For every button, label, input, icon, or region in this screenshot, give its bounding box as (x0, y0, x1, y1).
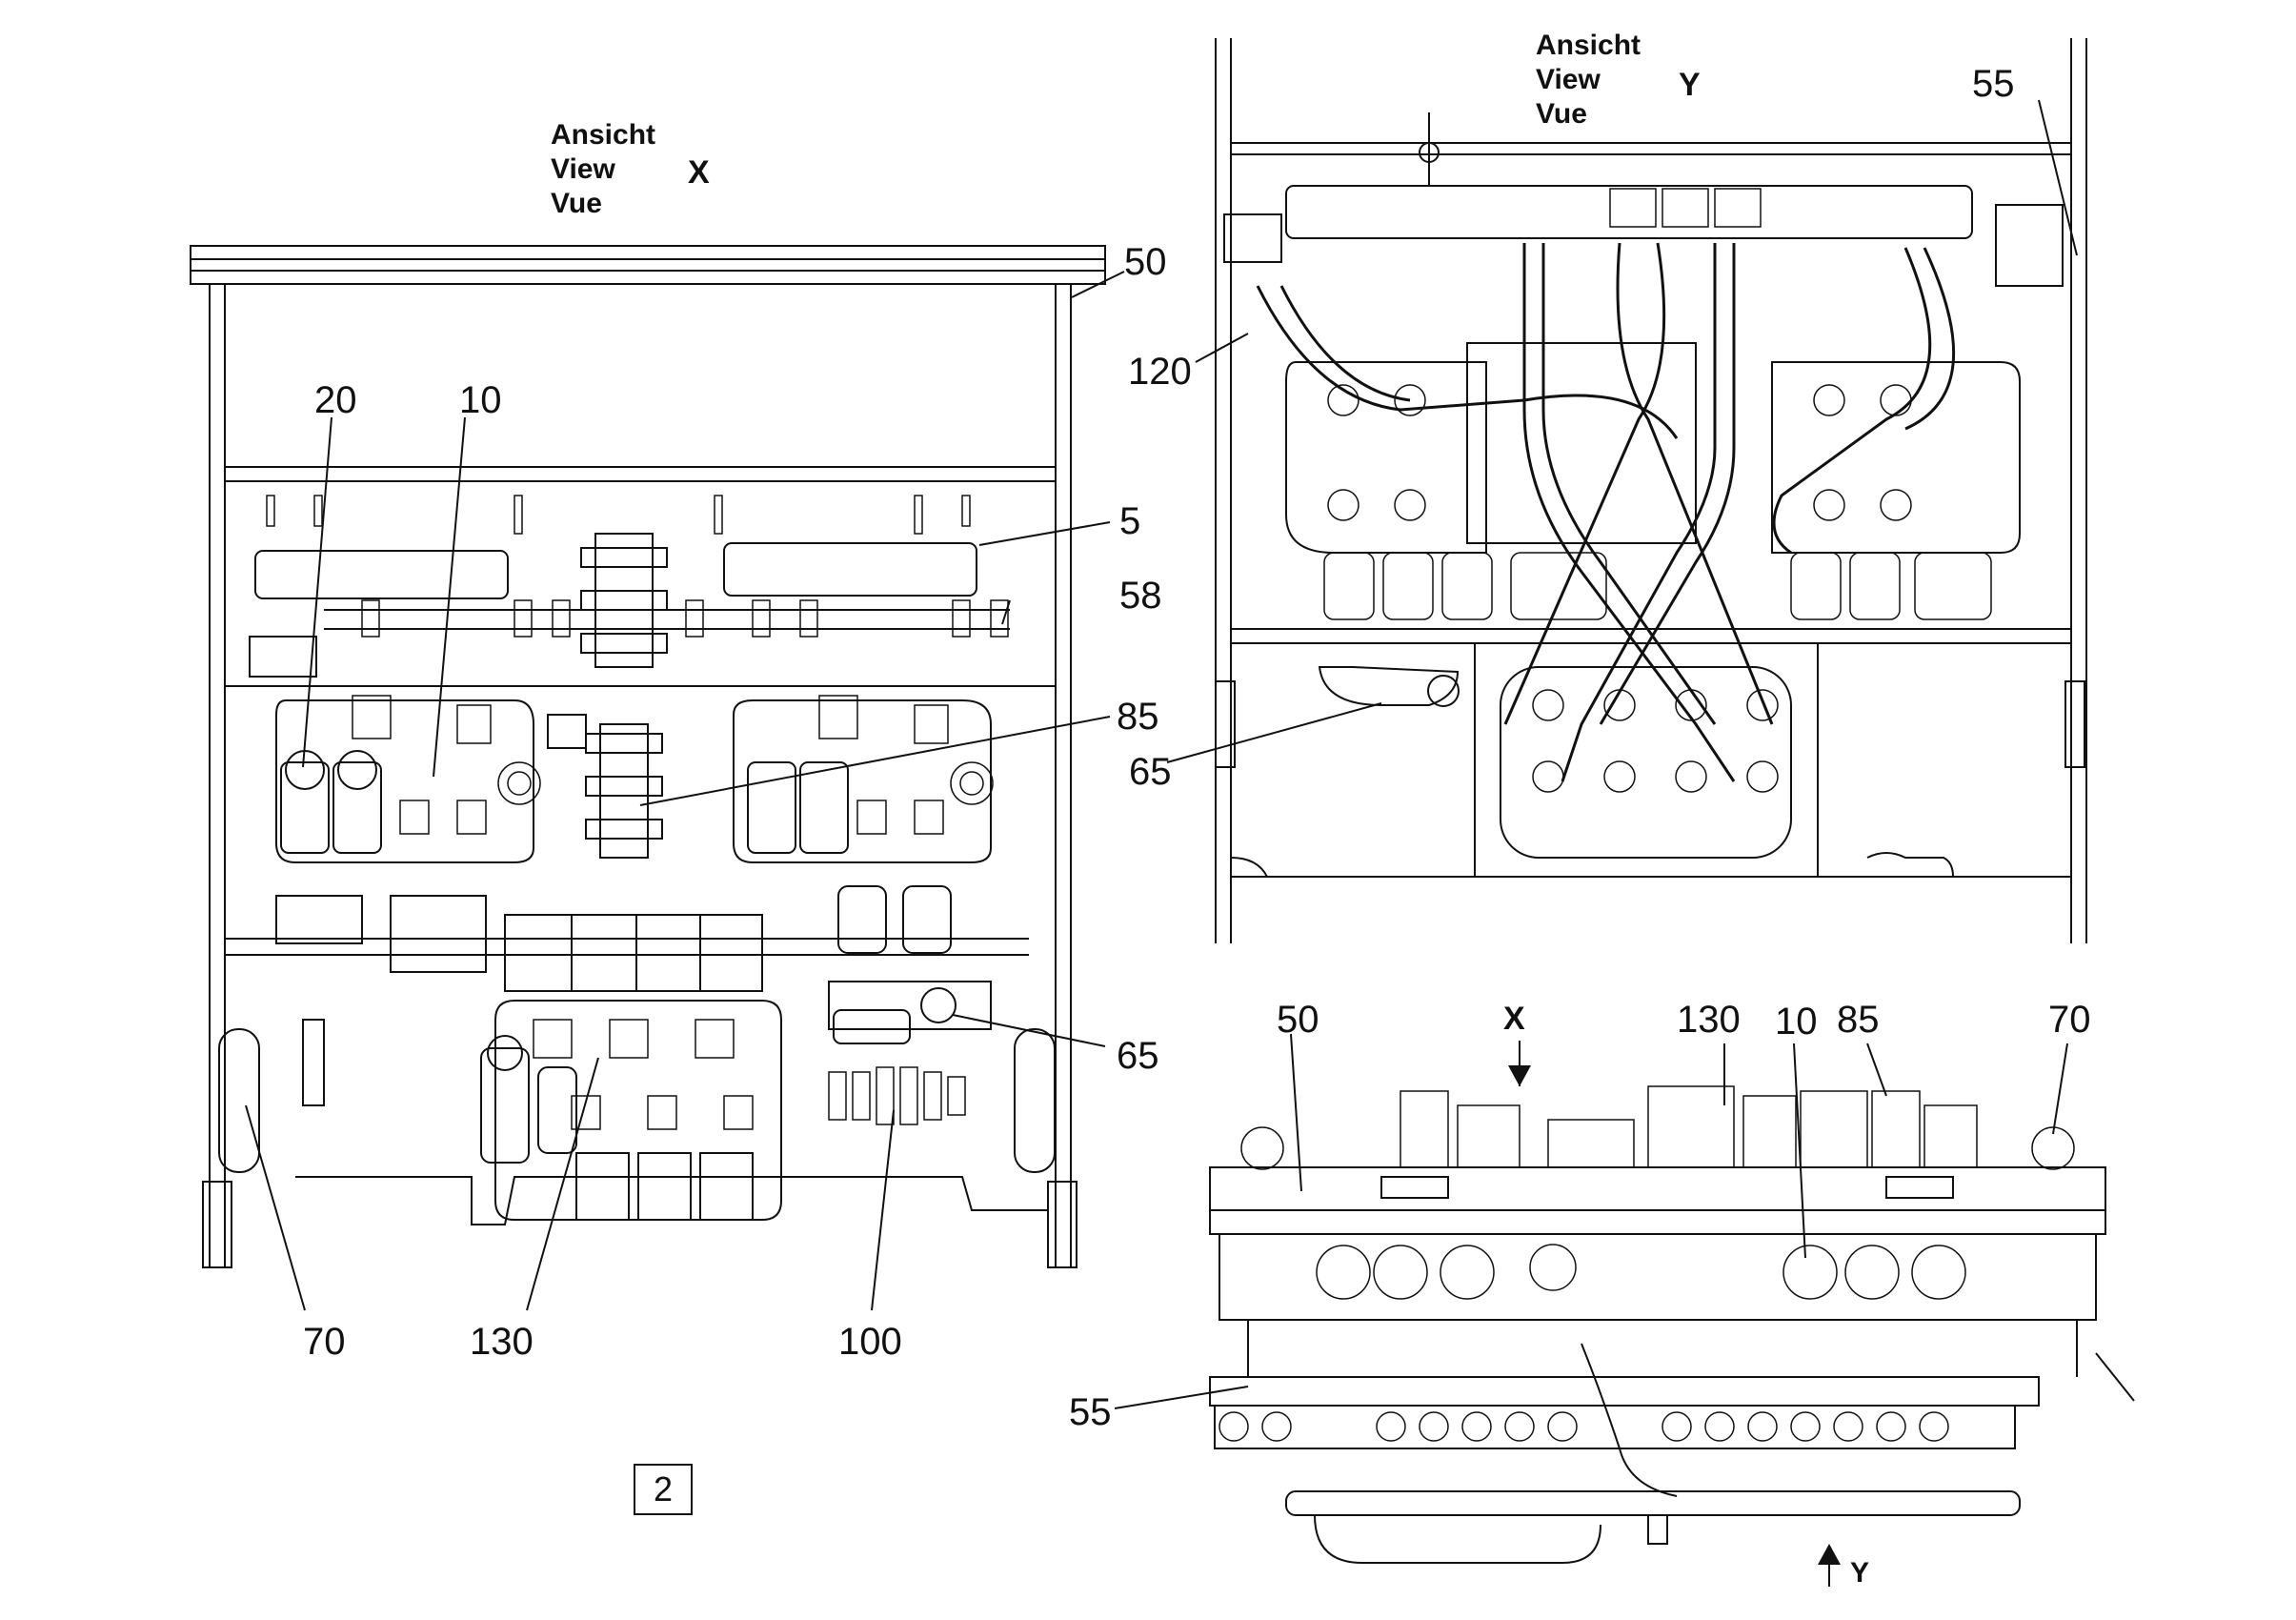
view-x-caption: Ansicht View Vue (551, 118, 655, 221)
callout-x-arrow: X (1503, 1001, 1525, 1037)
callout-70-left: 70 (303, 1321, 346, 1363)
view-x-line-1: Ansicht (551, 119, 656, 151)
callout-85-bottom: 85 (1837, 999, 1880, 1041)
leader-lines (245, 99, 2078, 1587)
view-y-letter: Y (1679, 67, 1701, 103)
callout-55-bottom: 55 (1069, 1391, 1112, 1433)
callout-120: 120 (1128, 351, 1192, 393)
callout-10-left: 10 (459, 379, 502, 421)
view-y-line-3: Vue (1536, 98, 1587, 130)
view-x-line-3: Vue (551, 188, 602, 219)
callout-85-left: 85 (1117, 696, 1159, 738)
callout-50-bottom: 50 (1277, 999, 1319, 1041)
callout-70-bottom: 70 (2048, 999, 2091, 1041)
callout-130-bottom: 130 (1677, 999, 1741, 1041)
callout-58: 58 (1119, 575, 1162, 617)
view-x-drawing (190, 245, 1106, 1268)
view-x-line-2: View (551, 153, 615, 185)
plan-view-drawing (1209, 1085, 2135, 1564)
callout-10-bottom: 10 (1775, 1001, 1818, 1043)
view-y-line-2: View (1536, 64, 1601, 95)
view-y-line-1: Ansicht (1536, 30, 1641, 61)
view-y-drawing (1215, 38, 2087, 943)
sheet-number-box: 2 (634, 1464, 693, 1515)
callout-55-top: 55 (1972, 63, 2015, 105)
view-y-caption: Ansicht View Vue (1536, 29, 1641, 132)
callout-100: 100 (838, 1321, 902, 1363)
callout-50-left: 50 (1124, 241, 1167, 283)
callout-130-left: 130 (470, 1321, 534, 1363)
callout-65-left: 65 (1117, 1035, 1159, 1077)
callout-65-top: 65 (1129, 751, 1172, 793)
view-x-letter: X (688, 154, 710, 191)
callout-20: 20 (314, 379, 357, 421)
callout-5: 5 (1119, 500, 1141, 542)
callout-y-arrow: Y (1850, 1557, 1870, 1589)
